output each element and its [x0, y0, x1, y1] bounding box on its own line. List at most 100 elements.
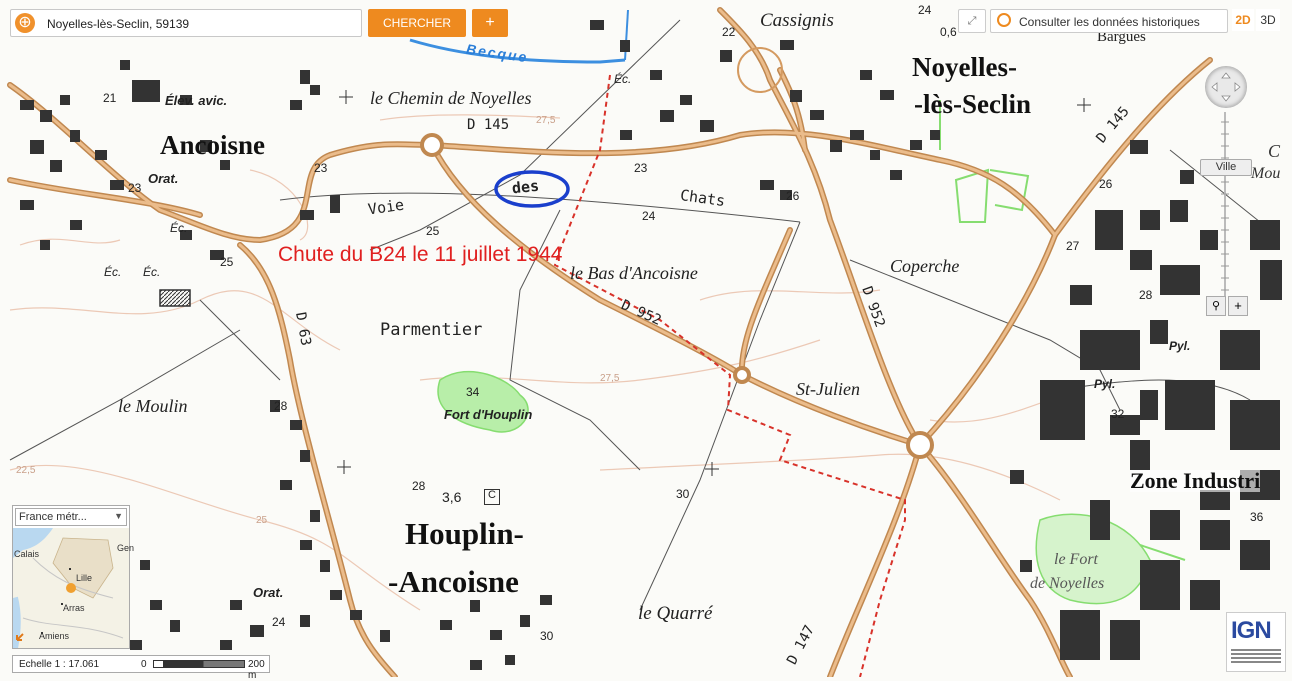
elevation: 30 [676, 487, 690, 501]
minimap-city: Calais [14, 549, 40, 559]
place-coperche: Coperche [890, 256, 960, 276]
minimap-city: Gen [117, 543, 135, 553]
roundabout-st-julien [733, 366, 751, 384]
pan-control[interactable] [1205, 66, 1247, 108]
elevation: 23 [128, 181, 142, 195]
elevation: 21 [103, 91, 117, 105]
minimap-city: Lille [76, 573, 93, 583]
search-button[interactable]: CHERCHER [368, 9, 466, 37]
contour-label: 22,5 [16, 465, 36, 476]
elevation: 24 [272, 615, 286, 629]
chevron-down-icon: ▼ [114, 511, 123, 521]
elevation: 25 [220, 255, 234, 269]
place-st-julien: St-Julien [796, 379, 860, 399]
magnifier-icon[interactable]: ⚲ [1206, 296, 1226, 316]
place-fort-houplin: Fort d'Houplin [444, 407, 533, 422]
place-houplin-line1: Houplin- [405, 516, 524, 551]
elevation: 28 [1139, 288, 1153, 302]
crash-annotation: Chute du B24 le 11 juillet 1944 [278, 243, 563, 266]
roundabout-d952 [906, 431, 934, 459]
place-parmentier: Parmentier [380, 320, 483, 340]
annotation-circle [494, 170, 570, 208]
elevation: 28 [412, 479, 426, 493]
contour-label: 27,5 [536, 115, 556, 126]
overview-map[interactable]: France métr... ▼ Calais Gen Lille Arras … [12, 505, 134, 649]
place-noyelles-line1: Noyelles- [912, 52, 1017, 82]
elevation: 25 [426, 224, 440, 238]
elevation: 23 [634, 161, 648, 175]
historic-data-button[interactable]: Consulter les données historiques [990, 9, 1228, 33]
label-mou: Mou [1251, 165, 1281, 182]
buildings [20, 20, 1282, 670]
label-pylone-2: Pyl. [1094, 377, 1116, 391]
elevation: 34 [466, 385, 480, 399]
label-c-edge: C [1268, 141, 1281, 161]
elevation: 30 [540, 629, 554, 643]
ign-logo-text: IGN [1231, 617, 1272, 644]
place-cassignis: Cassignis [760, 10, 834, 31]
place-zone-industrielle: Zone Industri [1130, 468, 1261, 493]
thin-tracks [9, 19, 1271, 611]
label-des: des [511, 176, 540, 198]
elevation: 24 [918, 3, 932, 17]
clock-icon [997, 13, 1011, 27]
place-noyelles-line2: -lès-Seclin [914, 89, 1031, 119]
green-areas [437, 100, 1186, 605]
place-le-quarre: le Quarré [638, 603, 713, 624]
add-button[interactable]: + [472, 9, 508, 37]
place-ancoisne: Ancoisne [160, 130, 266, 160]
view-2d-button[interactable]: 2D [1232, 9, 1254, 31]
roundabout-ancoisne [420, 133, 444, 157]
elevation: 32 [1111, 407, 1125, 421]
elevation: 24 [642, 209, 656, 223]
label-orat-2: Orat. [253, 585, 284, 600]
label-orat-1: Orat. [148, 171, 179, 186]
cemetery-marker: C [484, 489, 500, 505]
minimap-city: Amiens [39, 631, 70, 641]
roads [7, 7, 1213, 677]
ign-logo: IGN [1226, 612, 1286, 672]
elevation: 3,6 [442, 489, 462, 505]
elevation: 36 [1250, 510, 1264, 524]
place-fort-noyelles-line1: le Fort [1054, 551, 1098, 568]
scale-bar: Echelle 1 : 17.061 0 200 m [12, 655, 270, 681]
elevation: 0,6 [940, 25, 957, 39]
territory-select[interactable]: France métr... ▼ [15, 508, 127, 526]
elevation: 26 [786, 189, 800, 203]
zoom-track [1224, 112, 1226, 302]
roundabout-noyelles [737, 47, 783, 93]
search-input[interactable]: ⊕ Noyelles-lès-Seclin, 59139 [10, 9, 362, 37]
scale-ratio: Echelle 1 : 17.061 [19, 659, 100, 670]
zoom-ticks [1221, 121, 1229, 291]
zoom-slider[interactable] [1219, 112, 1231, 312]
place-le-moulin: le Moulin [118, 396, 188, 416]
scale-graphic [153, 660, 245, 668]
view-3d-button[interactable]: 3D [1256, 9, 1280, 31]
cross-markers [337, 90, 1091, 476]
label-ecole-4: Éc. [614, 72, 632, 86]
minimap-city: Arras [63, 603, 85, 613]
elevation: 23 [314, 161, 328, 175]
contour-label: 25 [256, 515, 268, 526]
place-bargues: Bargues [1097, 29, 1146, 45]
label-elevage: Élev. avic. [165, 93, 228, 108]
elevation: 22 [722, 25, 736, 39]
fullscreen-icon[interactable]: ⤢ [958, 9, 986, 33]
label-pylone-1: Pyl. [1169, 339, 1191, 353]
zoom-level-label[interactable]: Ville [1200, 159, 1252, 176]
contour-label: 27,5 [600, 373, 620, 384]
contour-lines [9, 114, 1081, 611]
place-chemin-noyelles: le Chemin de Noyelles [370, 88, 532, 108]
label-ecole-2: Éc. [104, 265, 122, 279]
road-d145-1: D 145 [467, 117, 510, 133]
place-fort-noyelles-line2: de Noyelles [1030, 575, 1105, 592]
label-ecole-1: Éc. [170, 221, 188, 235]
zoom-in-icon[interactable]: + [1228, 296, 1248, 316]
overview-map-image [13, 528, 129, 648]
elevation: 28 [274, 399, 288, 413]
locate-icon[interactable]: ⊕ [15, 13, 35, 33]
scale-zero: 0 [141, 659, 147, 670]
elevation: 26 [1099, 177, 1113, 191]
place-bas-ancoisne: le Bas d'Ancoisne [570, 263, 698, 283]
